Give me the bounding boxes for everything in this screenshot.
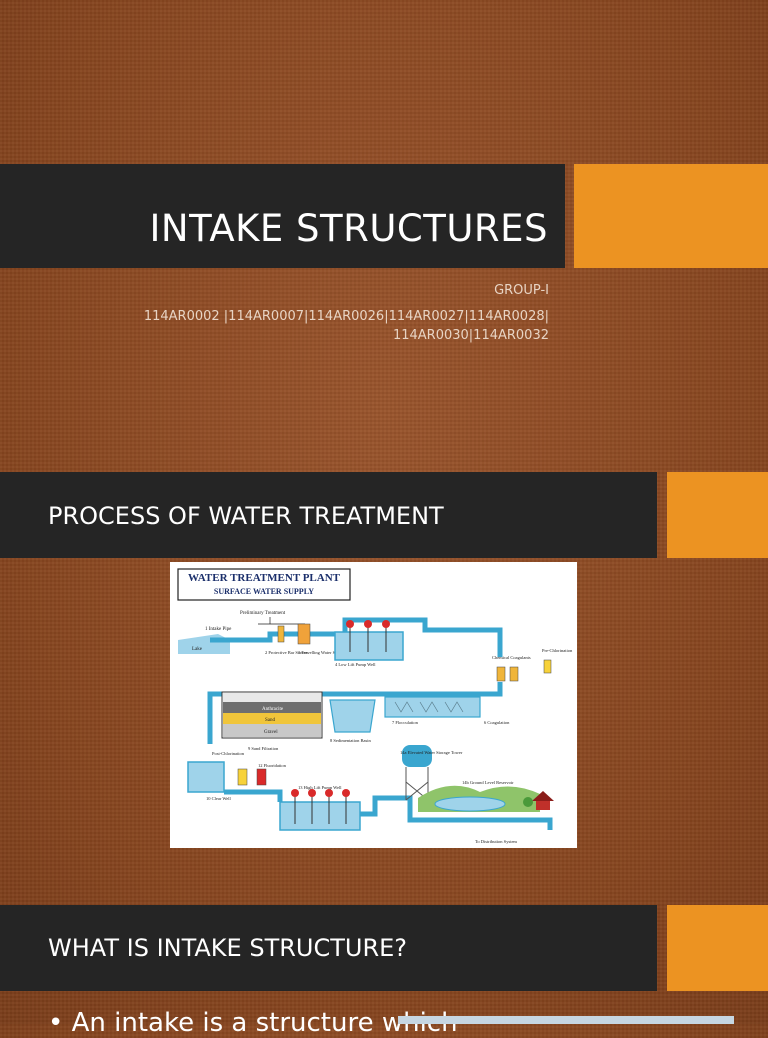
lake-shape [178, 634, 230, 654]
flocculation-label: 7 Flocculation [392, 720, 419, 725]
water-screen-label: 3 Travelling Water Screen [298, 650, 346, 655]
slide3-title: WHAT IS INTAKE STRUCTURE? [48, 934, 408, 962]
high-lift-pumps [291, 789, 350, 824]
bar-screen [277, 625, 285, 643]
slide3-title-bar [0, 905, 657, 991]
bar-screen-label: 2 Protective Bar Screen [265, 650, 308, 655]
house-body [536, 800, 550, 810]
member-ids-line-1: 114AR0002 |114AR0007|114AR0026|114AR0027… [143, 309, 549, 324]
flocculation-paddles [394, 701, 464, 713]
sedimentation-label: 8 Sedimentation Basin [330, 738, 371, 743]
coagulant-tank-2 [509, 666, 519, 682]
pre-chlor-tank [543, 659, 552, 674]
elevated-tower-tank [402, 745, 432, 767]
elevated-tower-label: 14a Elevated Water Storage Tower [400, 750, 463, 755]
diagram-heading-box [177, 568, 351, 601]
clear-well [187, 761, 225, 793]
member-ids-line-2: 114AR0030|114AR0032 [392, 328, 549, 343]
diagram-heading: WATER TREATMENT PLANT [188, 572, 341, 584]
tree [523, 797, 533, 807]
lake-label: Lake [192, 647, 203, 652]
distribution-label: To Distribution System [475, 839, 517, 844]
post-chlor-label: Post-Chlorination [212, 751, 245, 756]
intake-label: 1 Intake Pipe [205, 627, 232, 632]
low-lift-pumps [346, 620, 390, 652]
tower-legs [405, 767, 429, 801]
coagulant-tank-1 [496, 666, 506, 682]
preliminary-bracket [258, 617, 305, 625]
pipe-to-high-lift [224, 789, 283, 802]
water-screen [297, 623, 311, 645]
anthracite-label: Anthracite [262, 707, 284, 712]
filter-top [223, 693, 321, 702]
slide1-accent-block [574, 164, 768, 268]
slide2-title-bar [0, 472, 657, 558]
chemical-label: Chemical Coagulants [492, 655, 531, 660]
high-lift-tank [279, 801, 361, 831]
sand-label: Sand [265, 718, 276, 723]
diagram-subheading: SURFACE WATER SUPPLY [214, 587, 314, 596]
fluoride-tank [256, 768, 267, 786]
pre-chlor-label: Pre-Chlorination [542, 648, 573, 653]
slide2-title: PROCESS OF WATER TREATMENT [48, 502, 444, 530]
ground-reservoir-label: 14b Ground Level Reservoir [462, 780, 514, 785]
house-roof [532, 791, 554, 801]
gravel-layer [223, 724, 321, 737]
slide3-body-text: • An intake is a structure which [48, 1008, 458, 1038]
gravel-label: Gravel [264, 730, 278, 735]
low-lift-tank [334, 631, 404, 661]
group-label: GROUP-I [494, 283, 549, 298]
coagulation-label: 6 Coagulation [484, 720, 510, 725]
slide3-image-partial [398, 1016, 734, 1024]
pipe-distribution [360, 795, 553, 830]
slide1-title-bar [0, 164, 565, 268]
sand-filtration-label: 9 Sand Filtration [248, 746, 279, 751]
anthracite-layer [223, 702, 321, 713]
sedimentation-basin [329, 699, 376, 733]
pipe-middle [207, 682, 503, 744]
presentation-title: INTAKE STRUCTURES [149, 207, 548, 250]
ground-reservoir [434, 796, 506, 812]
slide3-accent-block [667, 905, 768, 991]
preliminary-label: Preliminary Treatment [240, 611, 286, 616]
water-treatment-svg: WATER TREATMENT PLANT SURFACE WATER SUPP… [177, 568, 573, 844]
sand-layer [223, 713, 321, 724]
clear-well-label: 10 Clear Well [206, 796, 232, 801]
post-chlor-tank [237, 768, 248, 786]
water-treatment-diagram: WATER TREATMENT PLANT SURFACE WATER SUPP… [170, 562, 577, 848]
slide2-accent-block [667, 472, 768, 558]
low-lift-label: 4 Low Lift Pump Well [335, 662, 376, 667]
pipe-top [210, 617, 503, 657]
flocculation-basin [384, 696, 481, 718]
high-lift-label: 13 High Lift Pump Well [298, 785, 342, 790]
fluoridation-label: 12 Fluoridation [258, 763, 287, 768]
